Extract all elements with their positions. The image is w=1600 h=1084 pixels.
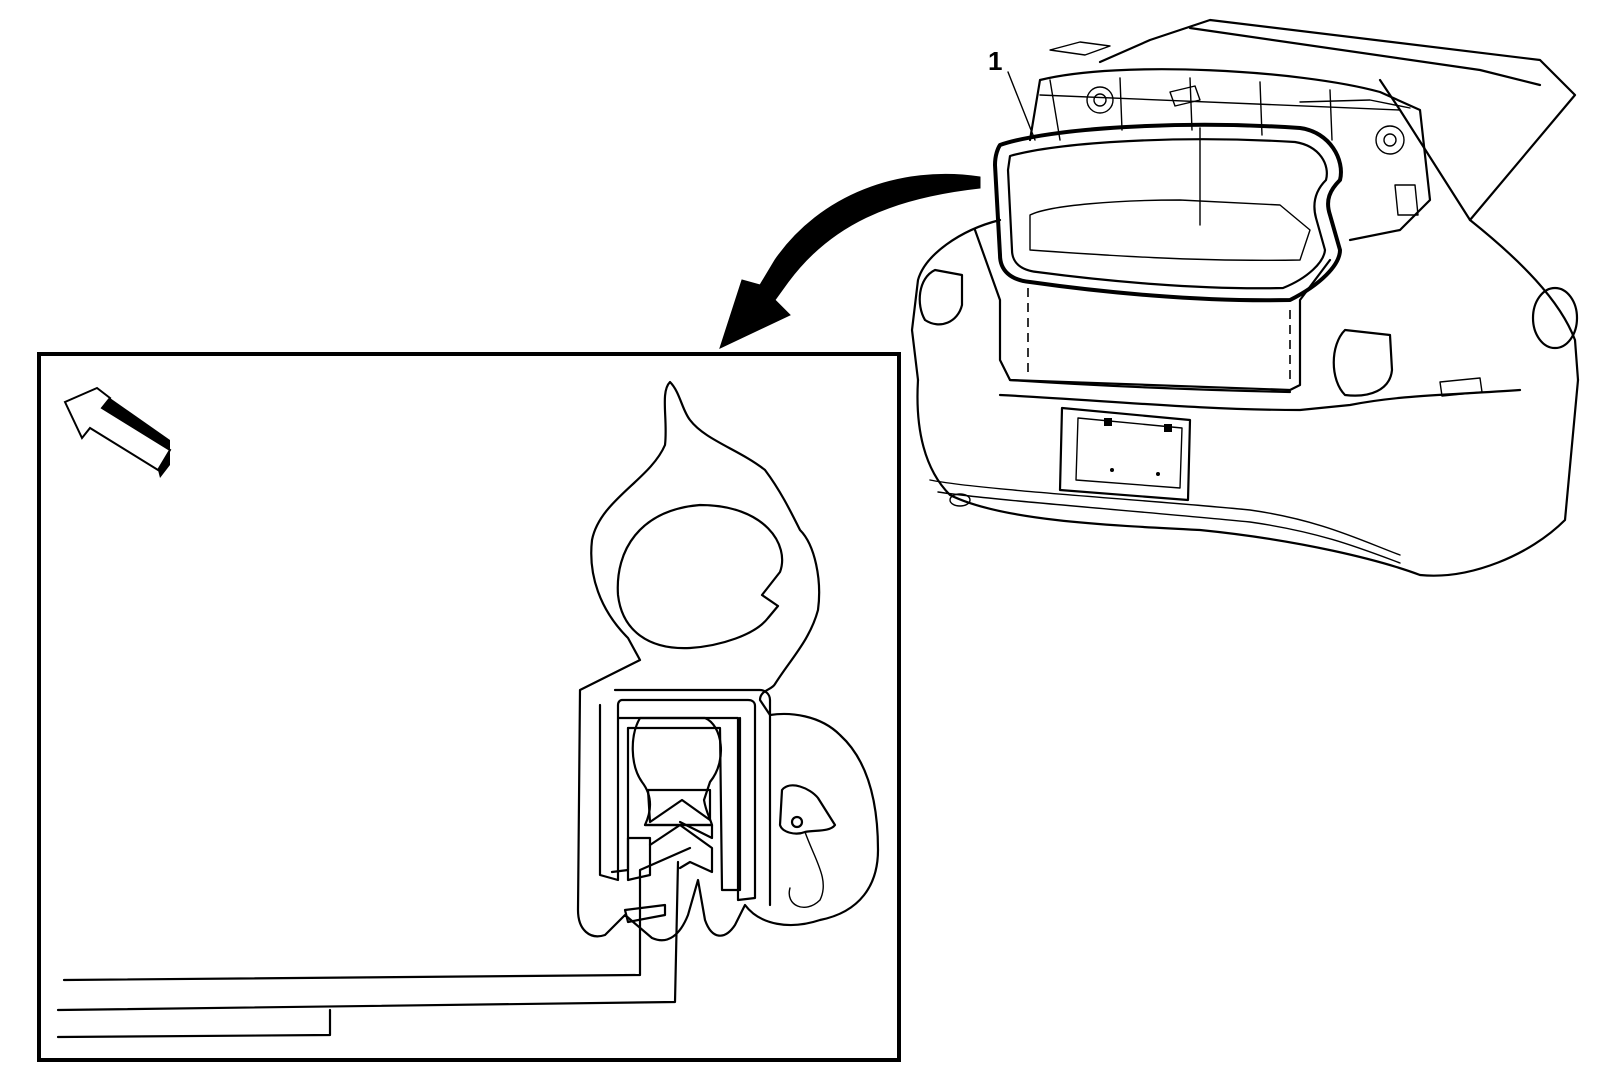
detail-transfer-arrow-icon bbox=[719, 173, 981, 349]
vehicle-rear-view: 1 bbox=[910, 18, 1580, 577]
body-flange-lines bbox=[56, 846, 692, 1039]
weatherstrip-cross-section bbox=[576, 380, 880, 942]
callout-label-1: 1 bbox=[988, 46, 1002, 76]
detail-view-panel bbox=[37, 352, 901, 1062]
forward-direction-arrow-icon bbox=[63, 386, 172, 478]
